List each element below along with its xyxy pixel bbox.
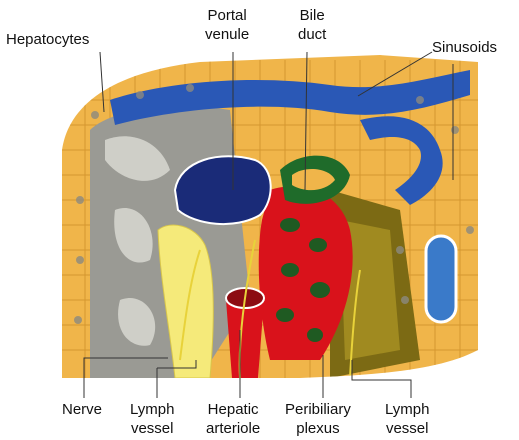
- tissue-block: [40, 40, 500, 400]
- label-lymph-vessel-right-line2: vessel: [385, 419, 429, 438]
- label-bile-duct-line2: duct: [298, 25, 326, 44]
- label-hepatic-arteriole-line1: Hepatic: [206, 400, 260, 419]
- label-lymph-vessel-right: Lymph vessel: [385, 400, 429, 438]
- label-peribiliary-plexus-line2: plexus: [285, 419, 351, 438]
- label-peribiliary-plexus-line1: Peribiliary: [285, 400, 351, 419]
- label-hepatic-arteriole: Hepatic arteriole: [206, 400, 260, 438]
- label-lymph-vessel-left: Lymph vessel: [130, 400, 174, 438]
- label-sinusoids: Sinusoids: [432, 38, 497, 57]
- label-hepatocytes: Hepatocytes: [6, 30, 89, 49]
- label-hepatic-arteriole-line2: arteriole: [206, 419, 260, 438]
- label-lymph-vessel-right-line1: Lymph: [385, 400, 429, 419]
- label-portal-venule: Portal venule: [205, 6, 249, 44]
- label-bile-duct-line1: Bile: [298, 6, 326, 25]
- label-peribiliary-plexus: Peribiliary plexus: [285, 400, 351, 438]
- label-portal-venule-line1: Portal: [205, 6, 249, 25]
- label-lymph-vessel-left-line2: vessel: [130, 419, 174, 438]
- label-nerve: Nerve: [62, 400, 102, 419]
- label-bile-duct: Bile duct: [298, 6, 326, 44]
- label-lymph-vessel-left-line1: Lymph: [130, 400, 174, 419]
- label-portal-venule-line2: venule: [205, 25, 249, 44]
